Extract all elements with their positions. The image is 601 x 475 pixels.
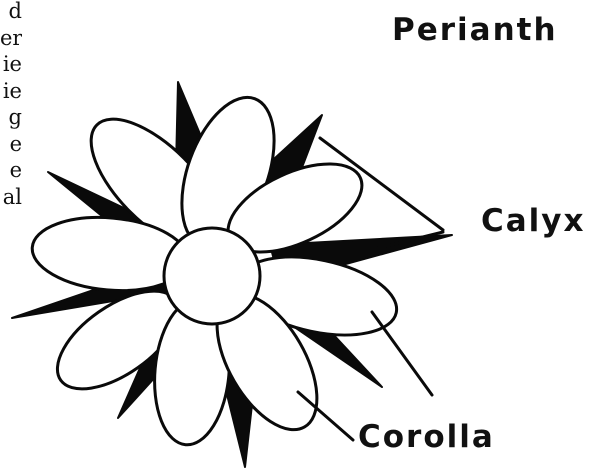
- flower-center: [164, 228, 260, 324]
- calyx-label: Calyx: [481, 203, 586, 239]
- corolla-label: Corolla: [358, 419, 495, 455]
- perianth-label: Perianth: [392, 12, 558, 48]
- corolla-leader-line: [372, 312, 432, 395]
